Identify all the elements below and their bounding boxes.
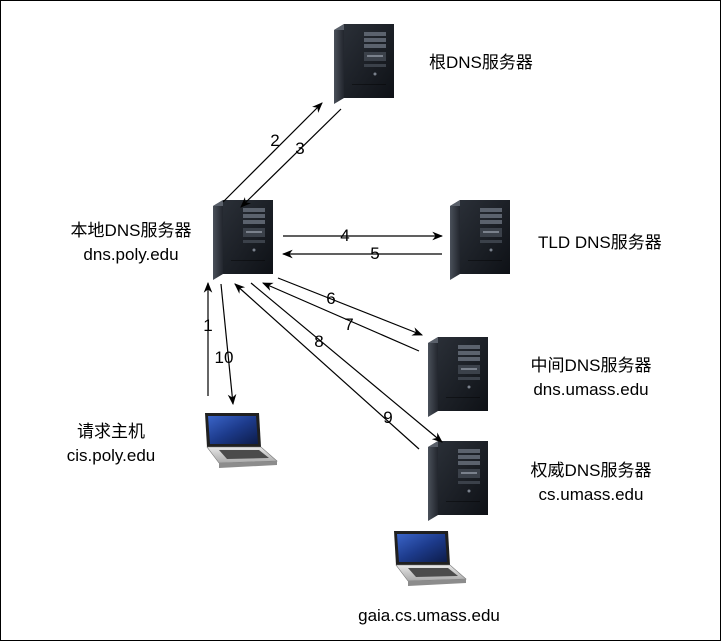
step-1-number: 1 (203, 316, 213, 335)
intermediate-server-icon (428, 337, 488, 417)
authoritative-server-label: 权威DNS服务器 (530, 461, 652, 480)
arrow-step-8 (234, 283, 420, 450)
target-laptop-icon (393, 530, 467, 587)
intermediate-server-host: dns.umass.edu (533, 380, 649, 399)
authoritative-server-host: cs.umass.edu (538, 485, 644, 504)
step-2-number: 2 (270, 131, 280, 150)
root-server-icon (334, 24, 394, 104)
authoritative-server-icon (428, 441, 488, 521)
arrow-step-2 (222, 102, 323, 203)
local-server-icon (213, 200, 273, 280)
step-10-number: 10 (214, 348, 234, 367)
tld-server-icon (450, 200, 510, 280)
requester-host-label: 请求主机 (77, 422, 145, 441)
local-server-host: dns.poly.edu (83, 245, 179, 264)
step-7-number: 7 (344, 315, 354, 334)
arrow-step-10 (220, 283, 237, 406)
intermediate-server-label: 中间DNS服务器 (530, 356, 652, 375)
requester-laptop-icon (204, 412, 278, 469)
step-3-number: 3 (295, 139, 305, 158)
target-host-name: gaia.cs.umass.edu (358, 606, 500, 625)
arrow-step-7 (262, 282, 420, 352)
step-6-number: 6 (326, 289, 336, 308)
tld-server-label: TLD DNS服务器 (538, 233, 662, 252)
step-8-number: 8 (314, 332, 324, 351)
step-9-number: 9 (383, 408, 393, 427)
arrow-step-9 (250, 282, 443, 443)
arrow-step-3 (240, 108, 342, 208)
local-server-label: 本地DNS服务器 (70, 221, 192, 240)
step-4-number: 4 (340, 226, 350, 245)
arrow-step-6 (277, 277, 424, 336)
step-5-number: 5 (370, 244, 380, 263)
requester-host-name: cis.poly.edu (66, 446, 156, 465)
root-server-label: 根DNS服务器 (429, 53, 533, 72)
